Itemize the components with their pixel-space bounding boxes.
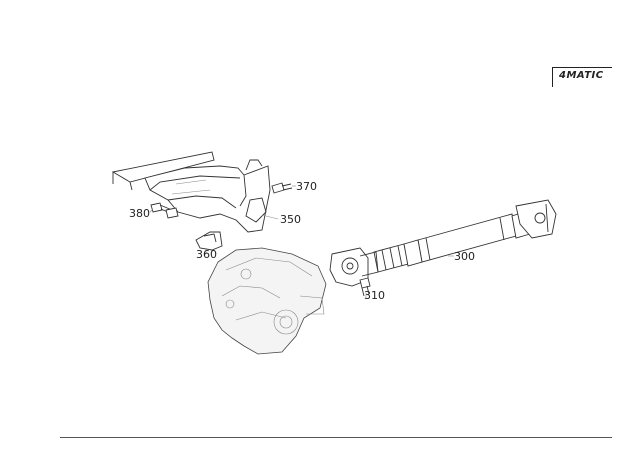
part-300-propeller-shaft[interactable]: [373, 199, 557, 273]
part-310-bolt[interactable]: [359, 277, 371, 297]
shaft-flange-front[interactable]: [329, 247, 379, 287]
4matic-badge: 4MATIC: [552, 67, 612, 87]
leader-lines: [149, 185, 454, 298]
callout-350: 350: [280, 213, 301, 226]
part-350-bracket[interactable]: [111, 151, 271, 233]
footer-divider: [60, 437, 612, 438]
callout-360: 360: [196, 248, 217, 261]
callout-310: 310: [364, 289, 385, 302]
part-370-bolt[interactable]: [271, 182, 293, 194]
badge-text: 4MATIC: [559, 70, 604, 81]
callout-380: 380: [129, 207, 150, 220]
part-360-bracket[interactable]: [195, 231, 223, 251]
callout-300: 300: [454, 250, 475, 263]
callout-370: 370: [296, 180, 317, 193]
transmission-housing: [207, 247, 327, 355]
part-380-bolt[interactable]: [150, 202, 179, 219]
